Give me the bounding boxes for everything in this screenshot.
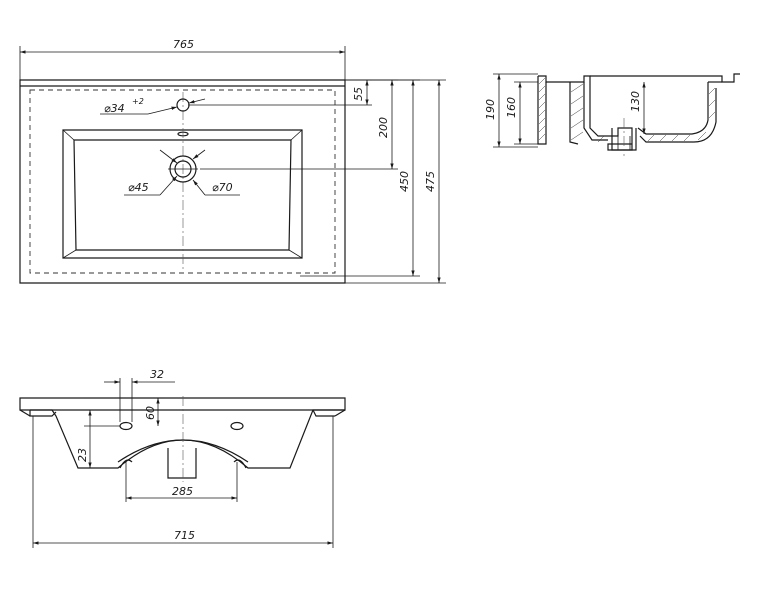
bowl-outer (62, 129, 303, 259)
dim-130: 130 (629, 91, 642, 112)
overflow-hole-right (230, 421, 244, 431)
dim-55: 55 (352, 87, 365, 101)
dim-765: 765 (173, 38, 194, 51)
hidden-contour (29, 89, 336, 274)
dim-drain-inner: ⌀45 (128, 181, 149, 194)
dim-23: 23 (76, 448, 89, 462)
dim-190: 190 (484, 99, 497, 120)
dim-60: 60 (144, 406, 157, 420)
front-view: 32 60 23 285 715 (19, 368, 346, 548)
dim-715: 715 (174, 529, 195, 542)
dim-tap-hole-tolerance: +2 (132, 97, 144, 106)
dim-285: 285 (172, 485, 193, 498)
dim-450: 450 (398, 171, 411, 192)
side-section-view: 190 160 130 (484, 73, 740, 156)
dim-200: 200 (377, 117, 390, 138)
dim-drain-outer: ⌀70 (212, 181, 233, 194)
dim-160: 160 (505, 97, 518, 118)
dim-32: 32 (150, 368, 164, 381)
top-view: 765 55 200 450 475 ⌀34 +2 ⌀45 (19, 38, 446, 284)
dim-475: 475 (424, 171, 437, 192)
overflow-hole-left (119, 421, 133, 431)
dim-tap-hole: ⌀34 (104, 102, 125, 115)
